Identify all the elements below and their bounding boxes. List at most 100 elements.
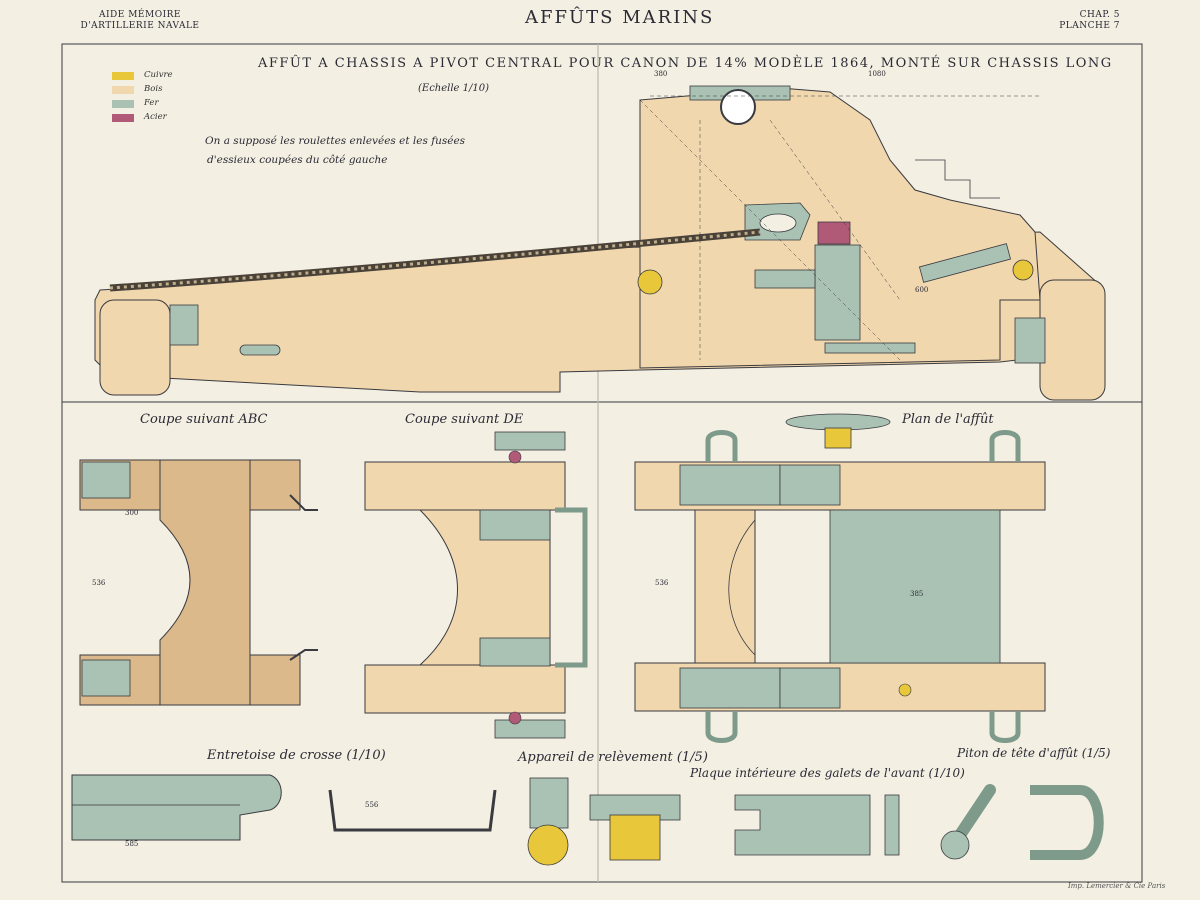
- plan-transom-curve: [728, 519, 756, 656]
- dim-label: 385: [910, 590, 923, 598]
- abc-body: [159, 459, 251, 706]
- caption-coupe-abc: Coupe suivant ABC: [140, 412, 268, 427]
- trunnion-ring: [720, 89, 756, 125]
- legend-swatch-acier: [112, 114, 134, 122]
- de-plate-lower: [479, 637, 551, 667]
- plan-iron-deck: [829, 509, 1001, 664]
- training-rope: [109, 228, 761, 292]
- legend-label-bois: Bois: [144, 84, 163, 94]
- cheek-steps: [915, 159, 1000, 199]
- legend-swatch-bois: [112, 86, 134, 94]
- front-roller: [1039, 279, 1106, 401]
- abc-bracket-upper: [289, 494, 318, 511]
- slot-hole: [759, 213, 797, 233]
- appareil-copper-block: [609, 814, 661, 861]
- legend-label-fer: Fer: [144, 98, 159, 108]
- de-top-gear: [494, 431, 566, 451]
- caption-plan: Plan de l'affût: [902, 412, 994, 427]
- plan-shackle-lower-left: [705, 711, 738, 743]
- header-left-line2: D'ARTILLERIE NAVALE: [80, 21, 200, 31]
- de-steel-disc-bottom: [508, 711, 522, 725]
- plaque-side-view: [884, 794, 900, 856]
- caption-coupe-de: Coupe suivant DE: [405, 412, 524, 427]
- scale-label: (Echelle 1/10): [418, 83, 490, 94]
- de-handle: [555, 507, 588, 668]
- front-iron-plate: [1014, 317, 1046, 364]
- dim-label: 585: [125, 840, 138, 848]
- entretoise-plate: [71, 774, 282, 841]
- plan-iron-band-upper: [679, 464, 781, 506]
- abc-iron-upper: [81, 461, 131, 499]
- plate-border: [61, 43, 1143, 883]
- note-line2: d'essieux coupées du côté gauche: [207, 154, 388, 166]
- legend-label-acier: Acier: [144, 112, 167, 122]
- construction-lines: [639, 95, 1040, 361]
- plan-shackle-upper-left: [705, 430, 738, 462]
- plan-wheel-hub: [824, 427, 852, 449]
- note-line1: On a supposé les roulettes enlevées et l…: [205, 135, 466, 147]
- dim-label: 1080: [868, 70, 886, 78]
- plan-shackle-upper-right: [989, 430, 1021, 462]
- caption-plaque: Plaque intérieure des galets de l'avant …: [690, 766, 965, 780]
- header-right-line2: PLANCHE 7: [1059, 21, 1120, 31]
- appareil-block: [589, 794, 681, 821]
- pivot-cap: [817, 221, 851, 245]
- detail-piton: [940, 784, 1104, 860]
- header-title: AFFÛTS MARINS: [525, 7, 715, 28]
- section-de: [364, 431, 588, 739]
- roller-bolt-left: [637, 269, 663, 295]
- plan-transom: [694, 509, 756, 664]
- plaque-outline: [734, 794, 871, 856]
- plan-view: [634, 413, 1046, 743]
- dim-label: 556: [365, 801, 379, 809]
- caption-appareil: Appareil de relèvement (1/5): [518, 750, 708, 765]
- caption-piton: Piton de tête d'affût (1/5): [957, 746, 1111, 760]
- dim-label: 380: [654, 70, 667, 78]
- front-lever: [918, 243, 1012, 283]
- de-plate-upper: [479, 509, 551, 541]
- abc-iron-lower: [81, 659, 131, 697]
- pivot-block: [814, 244, 861, 341]
- rear-iron-plate: [169, 304, 199, 346]
- de-body: [418, 509, 551, 666]
- detail-entretoise: [71, 774, 497, 841]
- header-left-line1: AIDE MÉMOIRE: [99, 10, 181, 20]
- appareil-body: [529, 777, 569, 829]
- de-lower-beam: [364, 664, 566, 714]
- abc-bracket-lower: [289, 649, 318, 661]
- section-abc: [79, 459, 318, 706]
- dim-label: 536: [92, 579, 106, 587]
- side-elevation: [94, 85, 1106, 401]
- plate-title: AFFÛT A CHASSIS A PIVOT CENTRAL POUR CAN…: [258, 56, 1113, 71]
- plan-iron-band-center-lower: [779, 667, 841, 709]
- piton-eye: [940, 830, 970, 860]
- legend-label-cuivre: Cuivre: [144, 70, 173, 80]
- legend-swatch-fer: [112, 100, 134, 108]
- de-upper-beam: [364, 461, 566, 511]
- plan-iron-band-lower: [679, 667, 781, 709]
- detail-plaque: [734, 794, 900, 856]
- roller-bolt-right: [1012, 259, 1034, 281]
- plan-shackle-lower-right: [989, 711, 1021, 743]
- de-steel-disc-top: [508, 450, 522, 464]
- plan-copper-boss: [898, 683, 912, 697]
- dim-label: 600: [915, 286, 928, 294]
- axle-bar: [754, 269, 816, 289]
- side-slot: [239, 344, 281, 356]
- entretoise-profile: [328, 789, 497, 832]
- printer-credit: Imp. Lemercier & Cie Paris: [1068, 882, 1166, 890]
- dim-label: 536: [655, 579, 669, 587]
- color-legend: Cuivre Bois Fer Acier: [112, 70, 192, 128]
- piton-shackle: [1030, 785, 1104, 860]
- de-bottom-gear: [494, 719, 566, 739]
- header-right-line1: CHAP. 5: [1079, 10, 1120, 20]
- legend-swatch-cuivre: [112, 72, 134, 80]
- caption-entretoise: Entretoise de crosse (1/10): [207, 748, 386, 763]
- base-iron-bar: [824, 342, 916, 354]
- detail-appareil: [527, 777, 681, 866]
- dim-label: 300: [125, 509, 138, 517]
- plan-iron-band-center-upper: [779, 464, 841, 506]
- appareil-roller: [527, 824, 569, 866]
